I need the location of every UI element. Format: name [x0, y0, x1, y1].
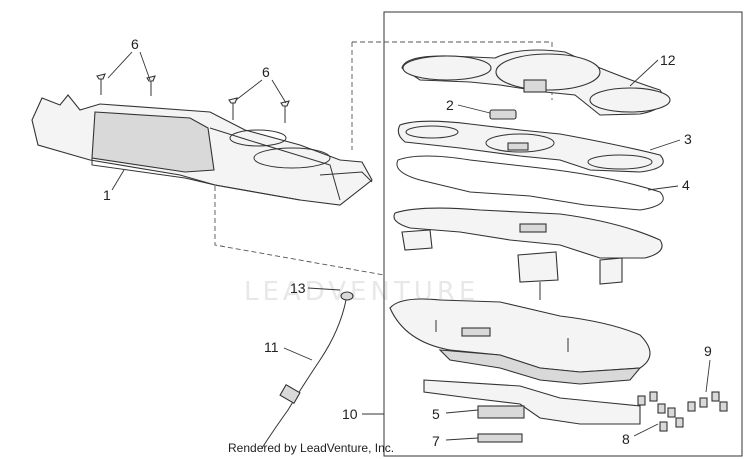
callout-13: 13 — [290, 280, 306, 296]
callout-5: 5 — [432, 406, 440, 422]
callout-9: 9 — [704, 343, 712, 359]
leader-4 — [647, 185, 679, 191]
screw — [228, 97, 238, 120]
connector-clip — [477, 433, 523, 443]
lens-panel — [401, 49, 671, 116]
leader-11 — [629, 59, 659, 87]
callout-6-right: 6 — [262, 64, 270, 80]
leader-6d — [271, 79, 287, 104]
gasket — [396, 155, 664, 211]
mounting-plate — [393, 207, 663, 300]
leader-1 — [111, 169, 125, 191]
leader-7 — [445, 437, 479, 441]
callout-6-left: 6 — [131, 36, 139, 52]
callout-8: 8 — [622, 431, 630, 447]
connector-block — [477, 405, 525, 419]
leader-12 — [283, 347, 313, 361]
leader-8 — [633, 423, 659, 437]
leader-9 — [705, 359, 711, 393]
callout-12: 11 — [264, 339, 279, 355]
leader-13 — [307, 287, 341, 291]
screws — [96, 73, 290, 123]
leader-6c — [235, 79, 263, 101]
callout-2: 2 — [446, 97, 454, 113]
leader-3 — [649, 139, 681, 151]
screw — [96, 73, 106, 95]
callout-1: 1 — [103, 187, 111, 203]
bezel-ring — [397, 120, 664, 173]
screw — [146, 75, 156, 96]
bulbs — [637, 391, 728, 432]
callout-3: 3 — [684, 131, 692, 147]
instrument-cover — [31, 94, 373, 206]
render-credit: Rendered by LeadVenture, Inc. — [228, 441, 394, 455]
circuit-board — [423, 379, 641, 425]
callout-7: 7 — [432, 433, 440, 449]
assembly-frame — [383, 11, 743, 457]
screw — [280, 100, 290, 123]
leader-6b — [139, 51, 151, 81]
guide-line-bottom — [214, 170, 385, 276]
guide-line-top — [352, 41, 553, 100]
speedo-cable — [261, 291, 354, 449]
leader-5 — [445, 409, 479, 414]
leader-2 — [457, 104, 491, 114]
callout-4: 4 — [682, 177, 690, 193]
instrument-housing — [389, 298, 651, 385]
leader-6a — [107, 51, 133, 79]
callout-11: 12 — [660, 52, 676, 68]
callout-10: 10 — [342, 406, 358, 422]
bulb-holder — [489, 109, 517, 120]
